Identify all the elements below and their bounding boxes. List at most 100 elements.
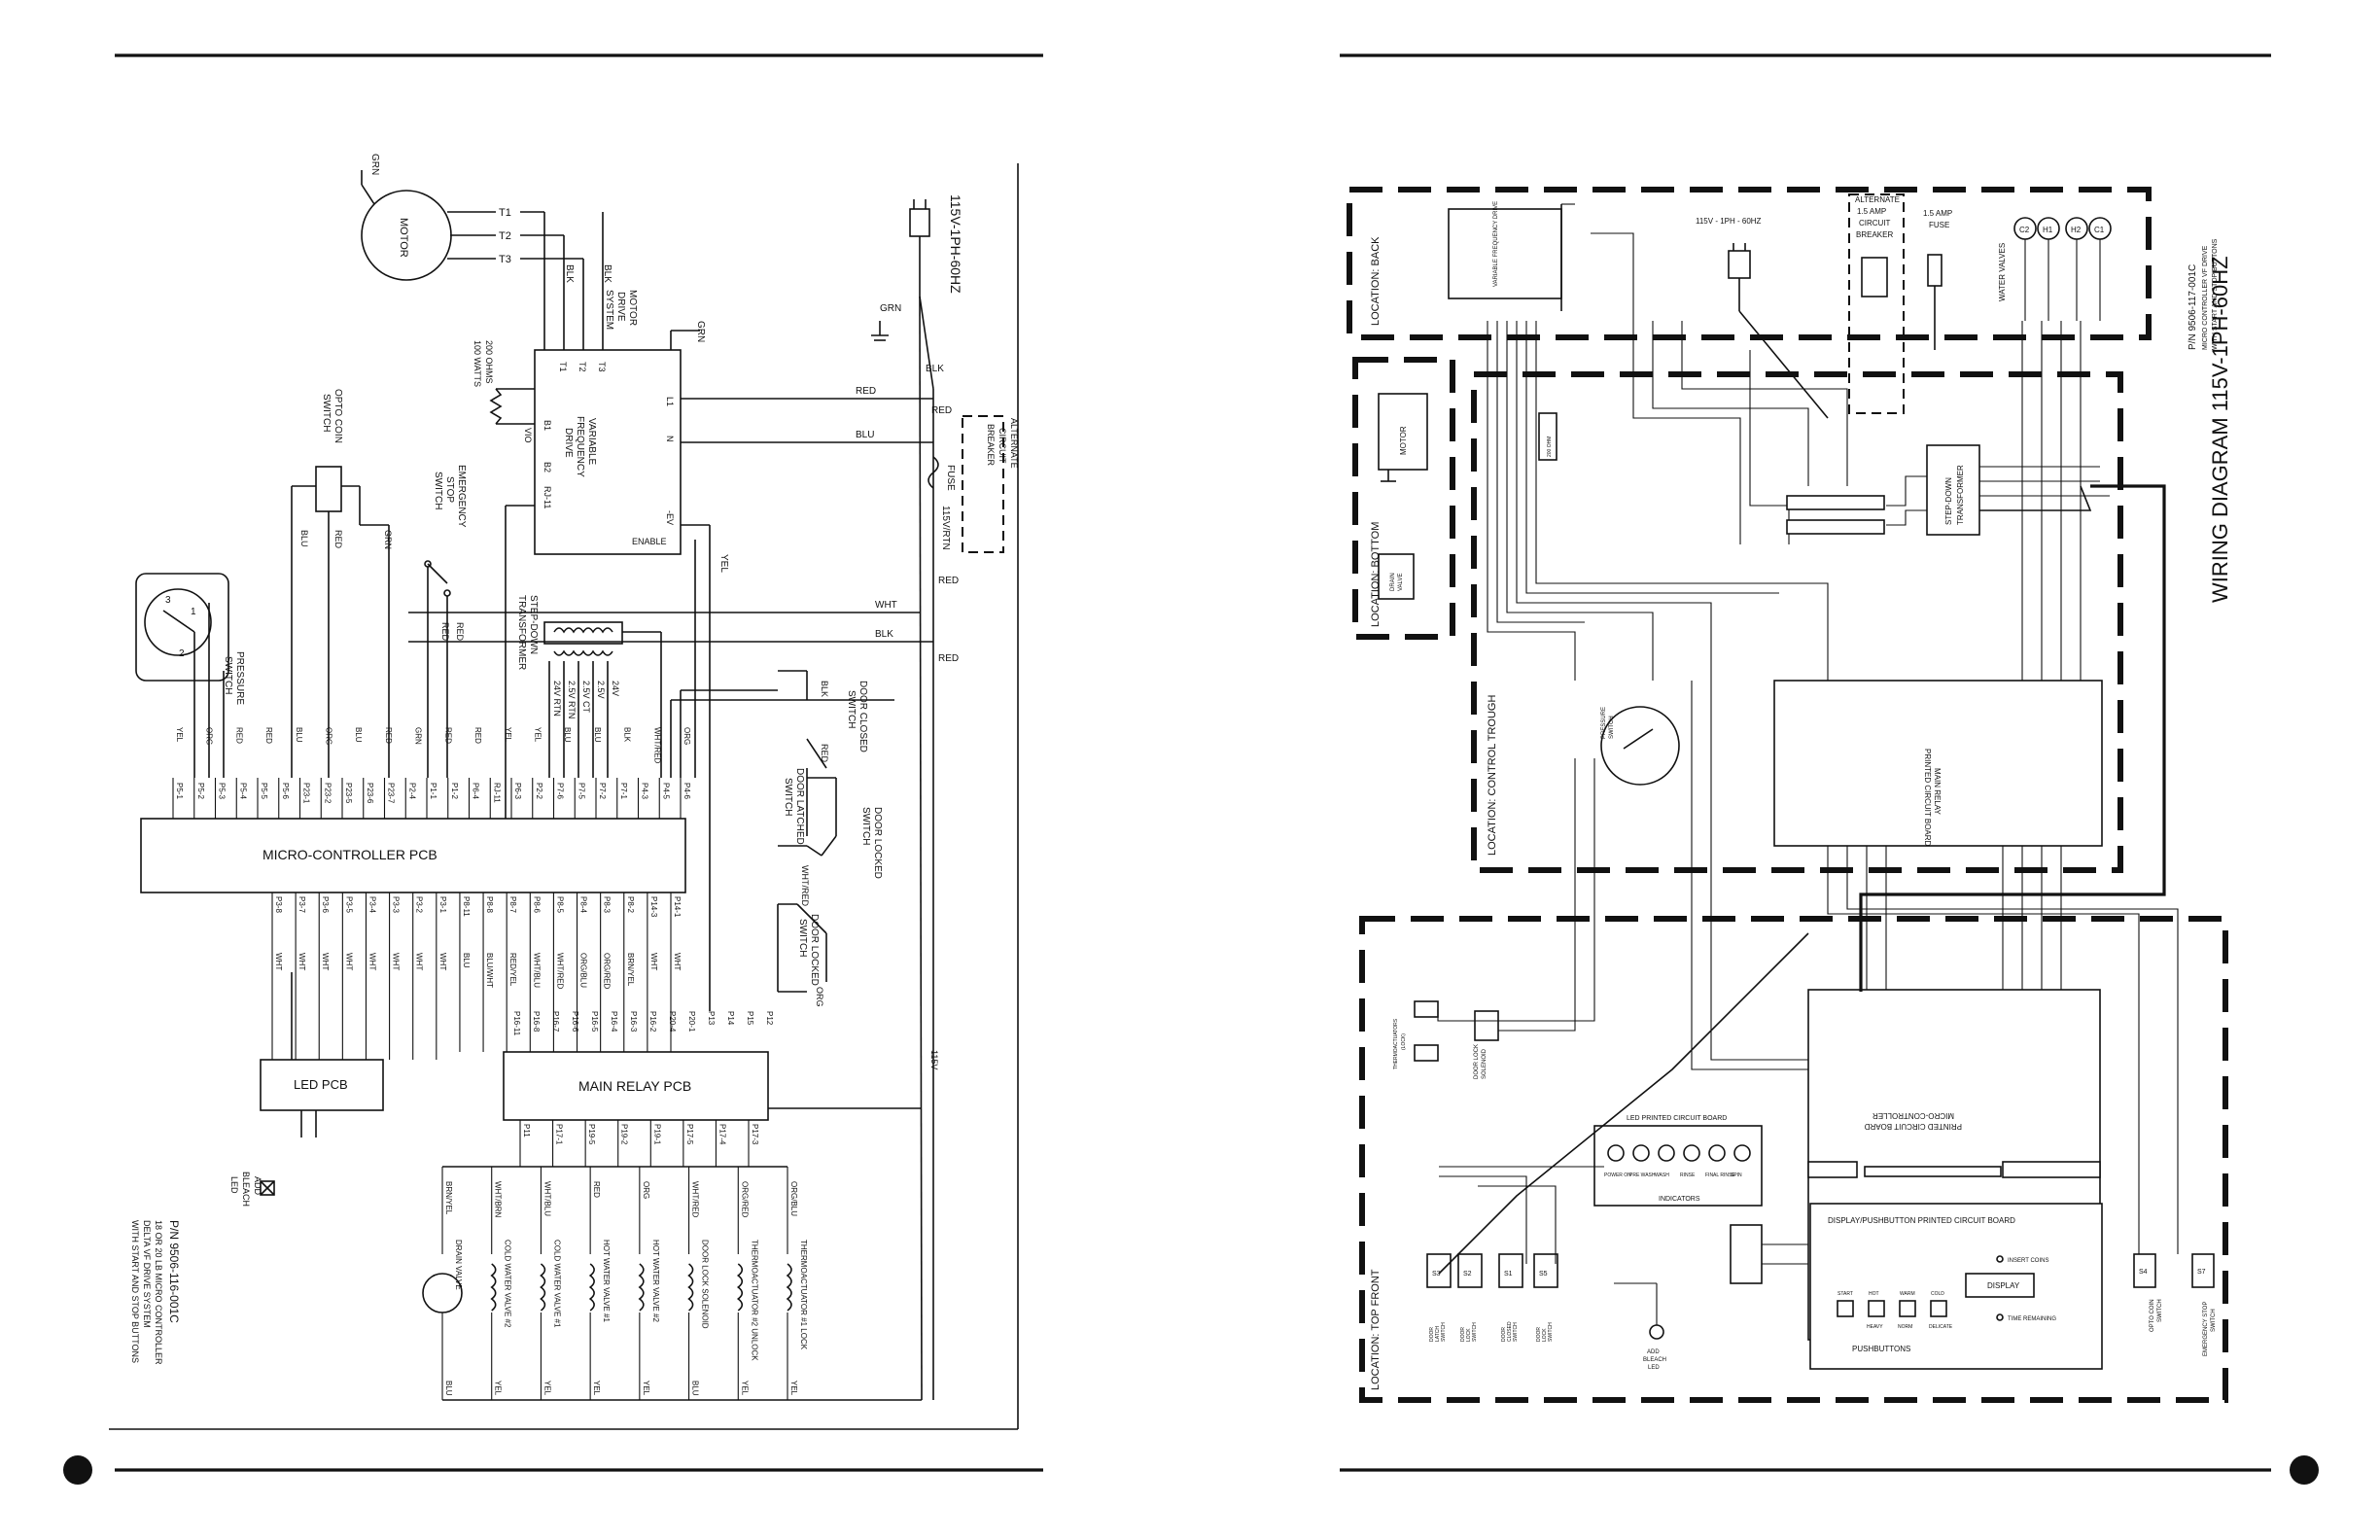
switch-label: SWITCH bbox=[1441, 1322, 1447, 1342]
relay-pin-label: P14 bbox=[726, 1011, 735, 1026]
svg-text:DELTA VF DRIVE SYSTEM: DELTA VF DRIVE SYSTEM bbox=[142, 1220, 152, 1328]
svg-text:115V/RTN: 115V/RTN bbox=[940, 506, 951, 550]
wire-color-label: RED bbox=[473, 727, 482, 744]
valve-coil bbox=[687, 1263, 694, 1312]
wire-color-label: BLU bbox=[295, 727, 303, 743]
svg-text:BLEACH: BLEACH bbox=[1643, 1357, 1666, 1363]
svg-text:PRESSURE: PRESSURE bbox=[234, 651, 245, 705]
svg-text:GRN: GRN bbox=[880, 303, 901, 314]
wire-color-label: WHT bbox=[673, 953, 682, 970]
valve-coil bbox=[540, 1263, 546, 1312]
valve-coil bbox=[786, 1263, 792, 1312]
svg-text:BLK: BLK bbox=[875, 629, 893, 640]
svg-text:LED PCB: LED PCB bbox=[294, 1077, 348, 1092]
relay-pin-label: P13 bbox=[707, 1011, 716, 1026]
micro-controller-pcb: MICRO-CONTROLLER PCB bbox=[140, 818, 686, 893]
motor: MOTOR GRN T1 T2 T3 bbox=[361, 154, 583, 281]
pin-label: P23-7 bbox=[387, 783, 396, 804]
svg-text:SWITCH: SWITCH bbox=[1609, 716, 1615, 739]
load-wire-label: WHT/BLU bbox=[542, 1181, 551, 1216]
load-wire-label: WHT/RED bbox=[691, 1181, 700, 1218]
svg-text:FUSE: FUSE bbox=[945, 465, 956, 491]
svg-text:YEL: YEL bbox=[718, 554, 729, 573]
main-relay-pcb: MAIN RELAY PCB 115V bbox=[503, 1050, 939, 1121]
pin-label: P2-2 bbox=[535, 783, 543, 799]
svg-text:ORG: ORG bbox=[815, 987, 824, 1007]
pin-label: P7-6 bbox=[556, 783, 565, 799]
svg-text:RED: RED bbox=[440, 622, 450, 642]
relay-pin-label: P16-6 bbox=[571, 1011, 579, 1032]
micro-pcb-bottom-pins: P3-8WHTP3-7WHTP3-6WHTP3-5WHTP3-4WHTP3-3W… bbox=[271, 892, 682, 1060]
wire-color-label: WHT bbox=[368, 953, 376, 970]
pin-label: P3-7 bbox=[298, 896, 306, 913]
wire-color-label: BLK bbox=[623, 727, 632, 743]
svg-text:STEP-DOWN: STEP-DOWN bbox=[528, 595, 539, 654]
braking-resistor-back: 200 OHM bbox=[1538, 412, 1558, 461]
pin-label: P4-6 bbox=[682, 783, 691, 799]
svg-text:LOCATION: BACK: LOCATION: BACK bbox=[1370, 236, 1382, 326]
switch-label: LOCK bbox=[1542, 1328, 1548, 1342]
valve-coil bbox=[588, 1263, 595, 1312]
svg-text:N: N bbox=[665, 436, 675, 442]
relay-pin-label: P16-2 bbox=[648, 1011, 657, 1032]
svg-text:BLK: BLK bbox=[602, 264, 612, 283]
door-switch-body bbox=[1498, 1253, 1523, 1288]
door-lock-solenoid: DOOR LOCK SOLENOID bbox=[1474, 1010, 1499, 1079]
braking-resistor: 200 OHMS 100 WATTS bbox=[472, 340, 535, 425]
switch-label: SWITCH bbox=[1472, 1322, 1478, 1342]
relay-pin-label: P16-11 bbox=[512, 1011, 521, 1036]
switch-label: CLOSED bbox=[1507, 1321, 1513, 1342]
load-return-label: YEL bbox=[740, 1381, 749, 1396]
svg-text:P/N 9506-116-001C: P/N 9506-116-001C bbox=[167, 1220, 181, 1323]
relay-out-label: P19-5 bbox=[587, 1124, 596, 1145]
led-pcb: LED PCB ADD BLEACH LED bbox=[229, 972, 384, 1207]
wire-color-label: WHT bbox=[298, 953, 306, 970]
svg-text:BREAKER: BREAKER bbox=[1856, 230, 1893, 239]
pin-label: P3-6 bbox=[321, 896, 330, 913]
svg-text:115V - 1PH - 60HZ: 115V - 1PH - 60HZ bbox=[1696, 217, 1762, 226]
svg-text:RED: RED bbox=[333, 530, 343, 549]
svg-text:RED: RED bbox=[938, 576, 959, 586]
pushbutton-label: COLD bbox=[1931, 1291, 1944, 1297]
svg-text:MOTOR: MOTOR bbox=[1399, 426, 1408, 455]
wire-color-label: RED/YEL bbox=[508, 953, 517, 987]
pushbutton-sublabel: DELICATE bbox=[1929, 1324, 1953, 1330]
load-return-label: YEL bbox=[642, 1381, 650, 1396]
svg-text:MAIN RELAY: MAIN RELAY bbox=[1933, 768, 1942, 816]
display-window bbox=[1965, 1273, 2035, 1298]
svg-text:DOOR LATCHED: DOOR LATCHED bbox=[794, 768, 805, 845]
circuit-breaker: ALTERNATE 1.5 AMP CIRCUIT BREAKER bbox=[1848, 193, 1905, 414]
switch-label: DOOR bbox=[1536, 1327, 1542, 1342]
pin-label: P23-2 bbox=[323, 783, 332, 804]
svg-text:INDICATORS: INDICATORS bbox=[1659, 1196, 1700, 1203]
svg-text:RJ-11: RJ-11 bbox=[542, 486, 552, 508]
load-return-label: BLU bbox=[444, 1381, 453, 1396]
svg-text:DOOR LOCKED: DOOR LOCKED bbox=[809, 914, 820, 986]
wire-color-label: WHT/RED bbox=[555, 953, 564, 990]
valve-tag: H1 bbox=[2043, 226, 2053, 234]
indicator-led bbox=[1708, 1144, 1726, 1162]
svg-text:T3: T3 bbox=[499, 254, 511, 265]
led-label: PRE WASH bbox=[1629, 1172, 1656, 1178]
pin-label: P5-3 bbox=[218, 783, 227, 799]
indicator-led bbox=[1658, 1144, 1675, 1162]
svg-text:1.5 AMP: 1.5 AMP bbox=[1857, 207, 1886, 216]
door-switch-body bbox=[1426, 1253, 1452, 1288]
door-switch-body bbox=[1533, 1253, 1558, 1288]
pin-label: P14-3 bbox=[649, 896, 658, 918]
pushbutton-sublabel: NORM bbox=[1898, 1324, 1912, 1330]
svg-text:S7: S7 bbox=[2197, 1269, 2206, 1276]
svg-text:TRANSFORMER: TRANSFORMER bbox=[1956, 465, 1965, 525]
opto-coin-switch: OPTO COIN SWITCH BLU RED GRN bbox=[291, 389, 393, 778]
left-part-number: P/N 9506-116-001C 18 OR 20 LB MICRO CONT… bbox=[130, 1220, 181, 1365]
wire-color-label: YEL bbox=[533, 727, 542, 743]
wire-color-label: ORG bbox=[682, 727, 691, 745]
page-frame bbox=[63, 53, 2319, 1485]
valve-coil bbox=[638, 1263, 645, 1312]
